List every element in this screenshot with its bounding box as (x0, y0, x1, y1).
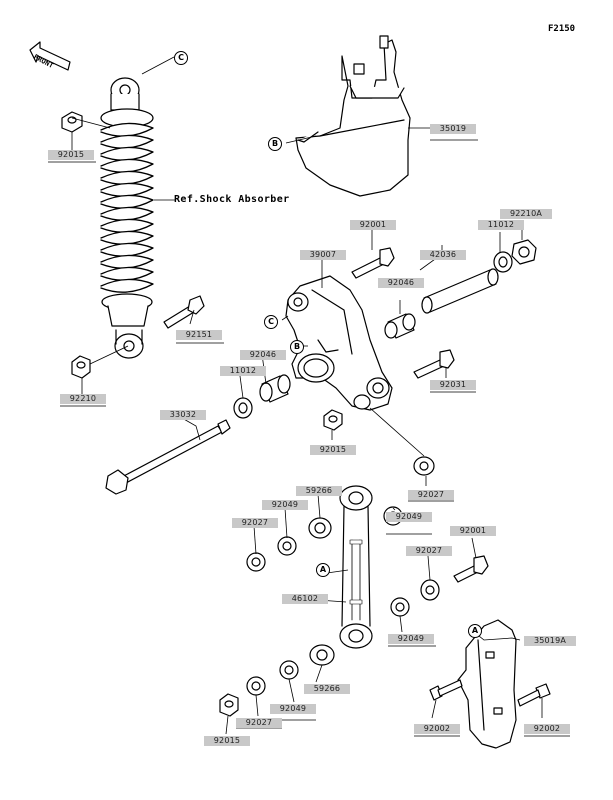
part-label-92027-mid: 92027 (406, 546, 452, 556)
cap-92210a-drawing (511, 239, 537, 265)
part-label-35019: 35019 (430, 124, 476, 134)
bolt-92002-right-drawing (517, 683, 551, 707)
part-label-92015-top: 92015 (48, 150, 94, 160)
washer-92049-c-drawing (390, 597, 410, 617)
part-label-92015-mid: 92015 (310, 445, 356, 455)
part-label-92001-upper: 92001 (350, 220, 396, 230)
part-label-92031: 92031 (430, 380, 476, 390)
bushing-92046-left-drawing (259, 374, 291, 403)
washer-92049-a-drawing (277, 536, 297, 556)
seal-11012-right-drawing (493, 251, 513, 273)
part-label-59266-lower: 59266 (304, 684, 350, 694)
leader-lines (71, 56, 543, 735)
callout-b-rocker: B (290, 340, 304, 354)
washer-92027-right-drawing (413, 456, 435, 476)
part-label-92015-bottom: 92015 (204, 736, 250, 746)
ref-shock-absorber-label: Ref.Shock Absorber (174, 194, 290, 205)
bushing-59266-upper-drawing (308, 517, 332, 539)
part-label-42036: 42036 (420, 250, 466, 260)
bushing-59266-lower-drawing (309, 644, 335, 666)
guard-35019-drawing (295, 35, 411, 197)
part-label-92046-right: 92046 (378, 278, 424, 288)
part-label-92049-upper-right: 92049 (386, 512, 432, 522)
callout-a-bracket: A (468, 624, 482, 638)
part-label-92027-left: 92027 (232, 518, 278, 528)
sleeve-42036-drawing (421, 268, 499, 314)
part-label-46102: 46102 (282, 594, 328, 604)
tie-rod-46102-drawing (339, 485, 373, 649)
shock-absorber-drawing (100, 77, 154, 359)
ref-leader (154, 199, 176, 201)
part-label-92151: 92151 (176, 330, 222, 340)
part-label-92027-right: 92027 (408, 490, 454, 500)
nut-92015-mid-drawing (323, 409, 343, 431)
bolt-92001-upper-drawing (351, 247, 395, 279)
nut-92015-top-drawing (61, 111, 83, 133)
bolt-33032-drawing (105, 419, 231, 495)
bolt-92151-drawing (163, 295, 205, 329)
nut-92210-drawing (71, 355, 91, 379)
front-direction-arrow-icon (29, 41, 71, 71)
part-label-11012-right: 11012 (478, 220, 524, 230)
part-label-92046-left: 92046 (240, 350, 286, 360)
part-label-11012-left: 11012 (220, 366, 266, 376)
bolt-92002-left-drawing (429, 679, 463, 701)
part-label-92210a: 92210A (500, 209, 552, 219)
part-label-92002-left: 92002 (414, 724, 460, 734)
bracket-35019a-drawing (457, 619, 517, 749)
washer-92027-left-drawing (246, 552, 266, 572)
callout-c-top: C (174, 51, 188, 65)
part-label-92049-lower: 92049 (270, 704, 316, 714)
bushing-92046-right-drawing (384, 313, 416, 339)
part-label-92049-upper-left: 92049 (262, 500, 308, 510)
part-label-92049-lower-right: 92049 (388, 634, 434, 644)
shock-spring (100, 122, 154, 293)
washer-92049-d-drawing (279, 660, 299, 680)
part-label-92027-bottom: 92027 (236, 718, 282, 728)
rocker-arm-39007-drawing (285, 275, 393, 411)
callout-a-tierod: A (316, 563, 330, 577)
callout-b-guard: B (268, 137, 282, 151)
part-label-92210: 92210 (60, 394, 106, 404)
callout-c-rocker: C (264, 315, 278, 329)
part-label-33032: 33032 (160, 410, 206, 420)
washer-92027-mid-drawing (420, 579, 440, 601)
bolt-92001-lower-drawing (453, 555, 489, 583)
part-label-39007: 39007 (300, 250, 346, 260)
washer-92027-bottom-drawing (246, 676, 266, 696)
part-label-59266-upper: 59266 (296, 486, 342, 496)
figure-id: F2150 (548, 24, 576, 34)
bolt-92031-drawing (413, 349, 455, 379)
part-label-35019a: 35019A (524, 636, 576, 646)
part-label-92002-right: 92002 (524, 724, 570, 734)
seal-11012-left-drawing (233, 397, 253, 419)
nut-92015-bottom-drawing (219, 693, 239, 717)
part-label-92001-lower: 92001 (450, 526, 496, 536)
